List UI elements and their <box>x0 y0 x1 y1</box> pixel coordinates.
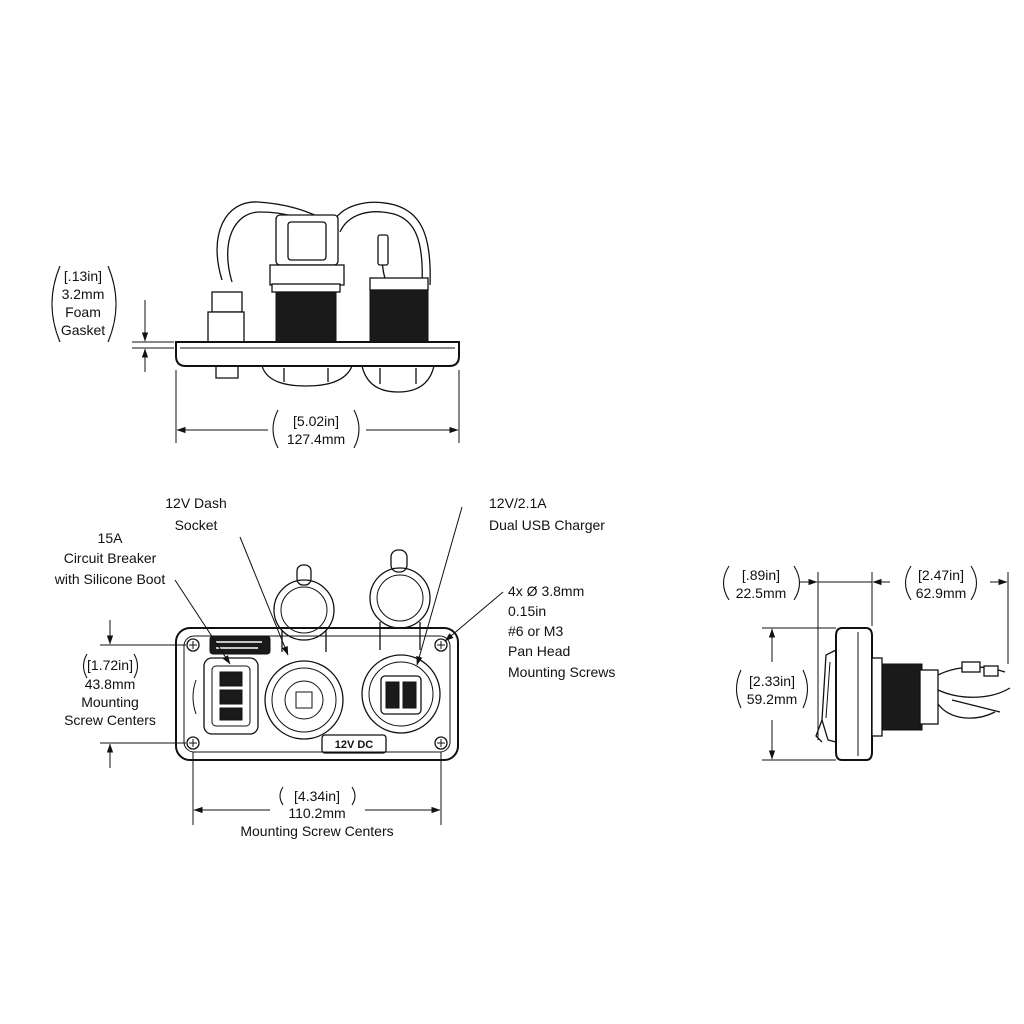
mounting-screw <box>186 736 200 750</box>
dash-socket-cap-edge <box>261 365 353 387</box>
dash-socket-callout-1: 12V Dash <box>165 495 226 511</box>
breaker-terminal <box>211 291 243 313</box>
screw-callout-1: 4x Ø 3.8mm <box>508 583 584 599</box>
panel-label-box <box>321 734 387 754</box>
front-width-inches: [4.34in] <box>294 788 340 804</box>
mounting-screw <box>186 638 200 652</box>
usb-cap <box>369 567 431 629</box>
circuit-breaker-boot <box>203 657 259 735</box>
dash-socket-body <box>275 289 337 343</box>
dash-socket-face <box>264 660 344 740</box>
front-view: 12V DC 12V Dash Socket 15A Circuit Break… <box>54 495 616 839</box>
front-height-mm: 43.8mm <box>85 676 136 692</box>
front-width-label: Mounting Screw Centers <box>240 823 393 839</box>
top-view: [.13in] 3.2mm Foam Gasket [5.02in] 127.4… <box>51 201 460 449</box>
screw-callout-5: Mounting Screws <box>508 664 615 680</box>
usb-callout-1: 12V/2.1A <box>489 495 547 511</box>
front-cap-profile <box>821 649 837 743</box>
mounting-screw <box>434 638 448 652</box>
side-front-depth-inches: [.89in] <box>742 567 780 583</box>
panel-face <box>175 627 459 761</box>
dash-socket-cap-stem <box>296 564 312 586</box>
usb-callout-2: Dual USB Charger <box>489 517 605 533</box>
gasket-dim-label-2: Gasket <box>61 322 105 338</box>
gasket-dim-inches: [.13in] <box>64 268 102 284</box>
breaker-callout-1: 15A <box>98 530 124 546</box>
screw-callout-2: 0.15in <box>508 603 546 619</box>
usb-port-right <box>402 681 417 709</box>
dash-socket-callout-2: Socket <box>175 517 218 533</box>
wire-loop-left <box>216 201 323 281</box>
side-view: [.89in] 22.5mm [2.47in] 62.9mm [2.33in] … <box>722 565 1011 761</box>
dash-socket-cap <box>273 579 335 641</box>
front-height-label-2: Screw Centers <box>64 712 156 728</box>
usb-port-left <box>385 681 400 709</box>
screw-callout-3: #6 or M3 <box>508 623 563 639</box>
breaker-switch-top <box>219 671 243 687</box>
breaker-switch-bottom <box>219 707 243 721</box>
screw-callout-4: Pan Head <box>508 643 570 659</box>
side-rear-depth-inches: [2.47in] <box>918 567 964 583</box>
side-height-inches: [2.33in] <box>749 673 795 689</box>
front-height-inches: [1.72in] <box>87 657 133 673</box>
usb-cap-edge <box>361 365 435 393</box>
breaker-switch-middle <box>219 689 243 705</box>
wire-loop-right <box>331 201 431 286</box>
usb-cap-stem <box>390 549 408 573</box>
breaker-callout-2: Circuit Breaker <box>64 550 157 566</box>
top-width-inches: [5.02in] <box>293 413 339 429</box>
panel-label: 12V DC <box>335 739 374 751</box>
usb-charger-face <box>361 654 441 734</box>
front-height-label-1: Mounting <box>81 694 139 710</box>
mounting-screw <box>434 736 448 750</box>
breaker-callout-3: with Silicone Boot <box>54 571 166 587</box>
usb-charger-body <box>369 289 429 343</box>
side-height-mm: 59.2mm <box>747 691 798 707</box>
front-width-mm: 110.2mm <box>288 805 345 821</box>
side-rear-depth-mm: 62.9mm <box>916 585 967 601</box>
gasket-dim-label-1: Foam <box>65 304 101 320</box>
panel-profile-side <box>835 627 873 761</box>
top-width-mm: 127.4mm <box>287 431 345 447</box>
side-front-depth-mm: 22.5mm <box>736 585 787 601</box>
panel-plate-top-view <box>175 341 460 367</box>
gasket-dim-mm: 3.2mm <box>62 286 105 302</box>
breaker-rating-plate <box>209 635 271 655</box>
